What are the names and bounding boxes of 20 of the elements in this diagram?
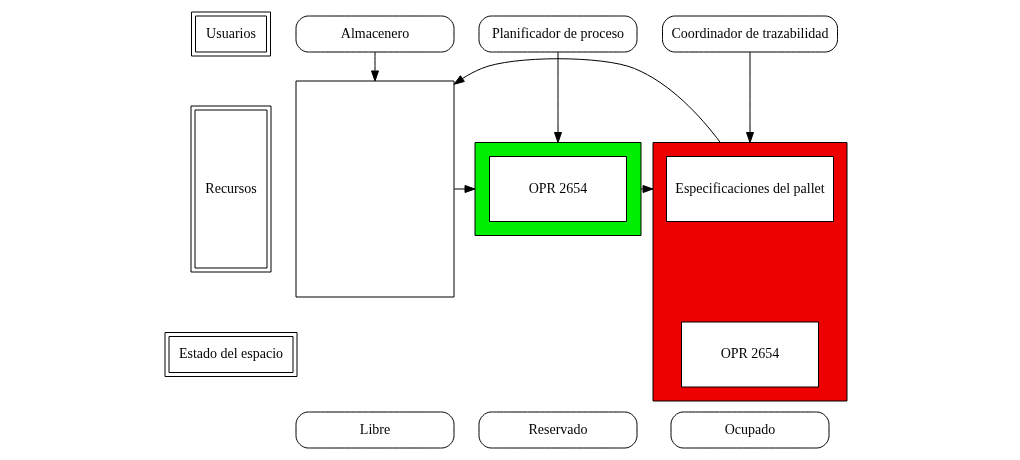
arrow <box>746 51 754 143</box>
node-box: Almacenero <box>295 15 455 53</box>
node-box: Ocupado <box>670 411 830 449</box>
arrow <box>453 58 721 143</box>
arrow <box>453 185 476 193</box>
node-box: OPR 2654 <box>681 321 819 388</box>
node-box: Estado del espacio <box>164 332 298 377</box>
node-box: Coordinador de trazabilidad <box>662 15 838 53</box>
node-box: Libre <box>295 411 455 449</box>
arrow <box>554 51 562 143</box>
node-box: Reservado <box>478 411 638 449</box>
node-box: OPR 2654 <box>489 156 627 222</box>
arrow <box>371 51 379 82</box>
node-box: Especificaciones del pallet <box>666 156 834 222</box>
node-box <box>295 80 455 298</box>
node-box: Planificador de proceso <box>478 15 638 53</box>
node-box: Recursos <box>190 105 272 273</box>
arrow <box>640 185 654 193</box>
node-box: Usuarios <box>191 11 271 57</box>
cluster <box>652 142 848 402</box>
